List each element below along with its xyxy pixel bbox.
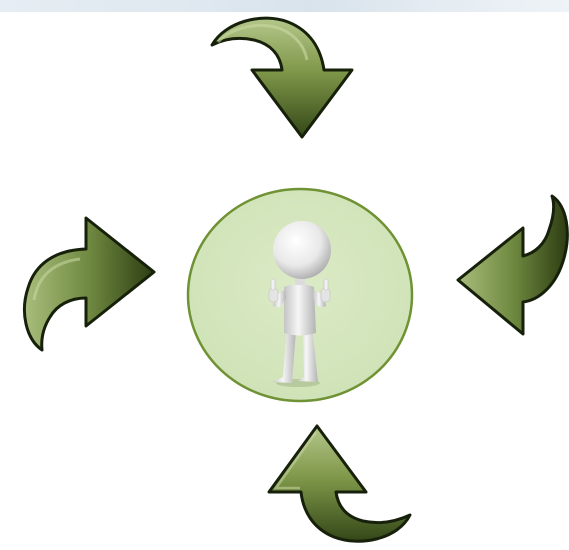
arrow-right-left bbox=[458, 196, 567, 334]
arrow-top-down bbox=[212, 18, 352, 137]
arrow-bottom-up bbox=[269, 426, 410, 541]
arrow-left-right bbox=[24, 218, 154, 350]
